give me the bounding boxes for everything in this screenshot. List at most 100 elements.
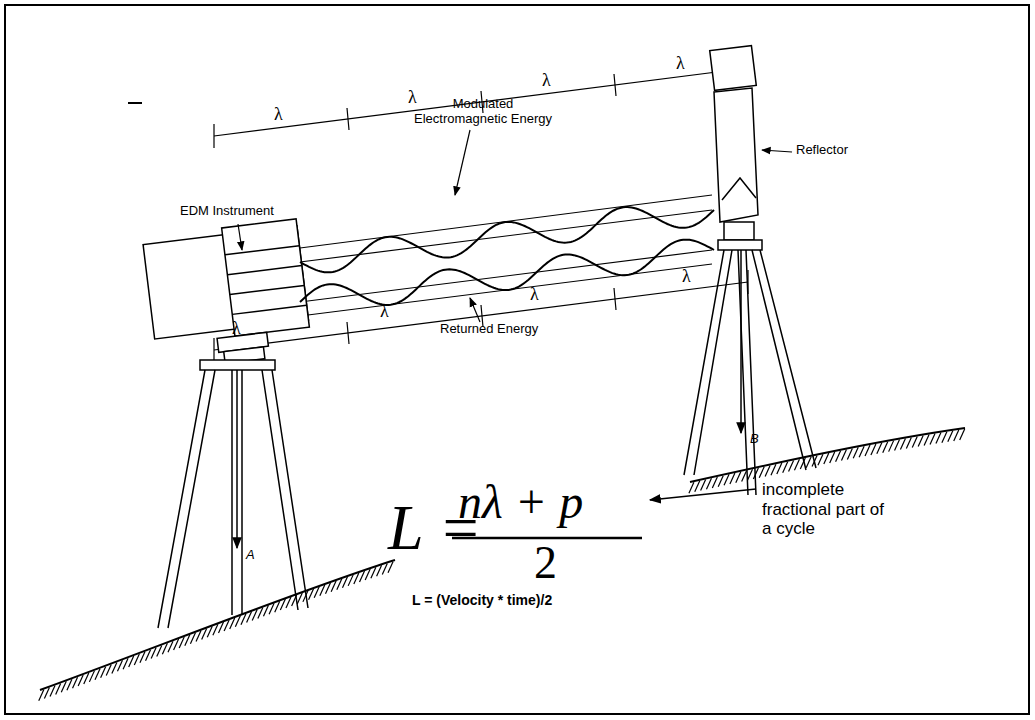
hatch-stroke	[701, 480, 706, 491]
hatch-stroke	[174, 639, 179, 650]
hatch-stroke	[877, 443, 882, 454]
formula-text: L = (Velocity * time)/2	[412, 592, 552, 608]
wavelength-label: λ	[542, 70, 551, 91]
hatch-stroke	[44, 688, 49, 699]
formula-denominator: 2	[534, 540, 557, 586]
hatch-stroke	[258, 607, 263, 618]
hatch-stroke	[89, 671, 94, 682]
hatch-stroke	[179, 637, 184, 648]
hatch-stroke	[918, 435, 923, 446]
hatch-stroke	[207, 626, 212, 637]
hatch-stroke	[382, 563, 387, 574]
hatch-stroke	[218, 622, 223, 633]
hatch-stroke	[889, 441, 894, 452]
wavelength-label: λ	[530, 284, 539, 305]
hatch-stroke	[168, 641, 173, 652]
hatch-stroke	[365, 569, 370, 580]
hatch-stroke	[106, 665, 111, 676]
hatch-stroke	[718, 476, 723, 487]
hatch-stroke	[185, 635, 190, 646]
hatch-stroke	[841, 450, 846, 461]
hatch-stroke	[56, 683, 61, 694]
hatch-stroke	[269, 603, 274, 614]
hatch-stroke	[954, 430, 959, 441]
hatch-stroke	[695, 481, 700, 492]
hatch-stroke	[960, 429, 965, 440]
hatch-stroke	[123, 658, 128, 669]
hatch-stroke	[830, 452, 835, 463]
hatch-stroke	[303, 591, 308, 602]
hatch-stroke	[320, 585, 325, 596]
formula-numerator: nλ + p	[458, 478, 583, 526]
hatch-stroke	[134, 654, 139, 665]
hatch-stroke	[348, 575, 353, 586]
hatch-stroke	[895, 440, 900, 451]
hatch-stroke	[112, 662, 117, 673]
hatch-stroke	[736, 472, 741, 483]
hatch-stroke	[818, 454, 823, 465]
hatch-stroke	[263, 605, 268, 616]
hatch-stroke	[388, 562, 393, 573]
wavelength-label: λ	[380, 301, 389, 322]
hatch-stroke	[213, 624, 218, 635]
point-label: A	[246, 548, 255, 563]
hatch-stroke	[936, 433, 941, 444]
hatch-stroke	[78, 675, 83, 686]
wavelength-label: λ	[682, 266, 691, 287]
hatch-stroke	[759, 467, 764, 478]
stray-mark	[128, 102, 142, 104]
wavelength-label: λ	[408, 87, 417, 108]
hatch-stroke	[196, 631, 201, 642]
hatch-stroke	[331, 581, 336, 592]
tripod-left	[158, 360, 308, 628]
hatch-stroke	[912, 436, 917, 447]
ground-left	[40, 560, 395, 690]
hatch-stroke	[747, 469, 752, 480]
hatch-stroke	[859, 446, 864, 457]
pointer-arrow	[650, 489, 756, 500]
hatch-stroke	[771, 464, 776, 475]
hatch-stroke	[190, 633, 195, 644]
hatch-stroke	[853, 447, 858, 458]
hatch-stroke	[337, 579, 342, 590]
hatch-stroke	[297, 593, 302, 604]
hatch-stroke	[847, 448, 852, 459]
hatch-stroke	[235, 616, 240, 627]
beam-lines	[300, 195, 712, 316]
hatch-stroke	[865, 445, 870, 456]
dimension-lines	[214, 56, 748, 362]
hatch-stroke	[314, 587, 319, 598]
hatch-stroke	[812, 456, 817, 467]
hatch-stroke	[730, 473, 735, 484]
hatch-stroke	[924, 434, 929, 445]
point-label: B	[750, 432, 759, 447]
hatch-stroke	[162, 643, 167, 654]
hatch-stroke	[836, 451, 841, 462]
hatch-stroke	[724, 474, 729, 485]
hatch-stroke	[753, 468, 758, 479]
returned-wave	[300, 240, 714, 305]
leader-lines	[238, 130, 792, 322]
hatch-stroke	[794, 459, 799, 470]
hatch-stroke	[806, 457, 811, 468]
hatch-stroke	[789, 460, 794, 471]
reflector-label: Reflector	[796, 143, 848, 158]
hatch-stroke	[275, 601, 280, 612]
hatch-stroke	[61, 681, 66, 692]
hatch-stroke	[224, 620, 229, 631]
hatch-stroke	[129, 656, 134, 667]
hatch-stroke	[95, 669, 100, 680]
hatch-stroke	[689, 482, 694, 493]
hatch-stroke	[800, 458, 805, 469]
hatch-stroke	[101, 667, 106, 678]
hatch-stroke	[247, 612, 252, 623]
hatch-stroke	[157, 645, 162, 656]
hatch-stroke	[140, 652, 145, 663]
wavelength-label: λ	[676, 53, 685, 74]
hatch-stroke	[280, 599, 285, 610]
hatch-stroke	[377, 565, 382, 576]
instrument-label: EDM Instrument	[180, 204, 274, 219]
hatch-stroke	[942, 432, 947, 443]
edm-instrument	[142, 219, 312, 372]
